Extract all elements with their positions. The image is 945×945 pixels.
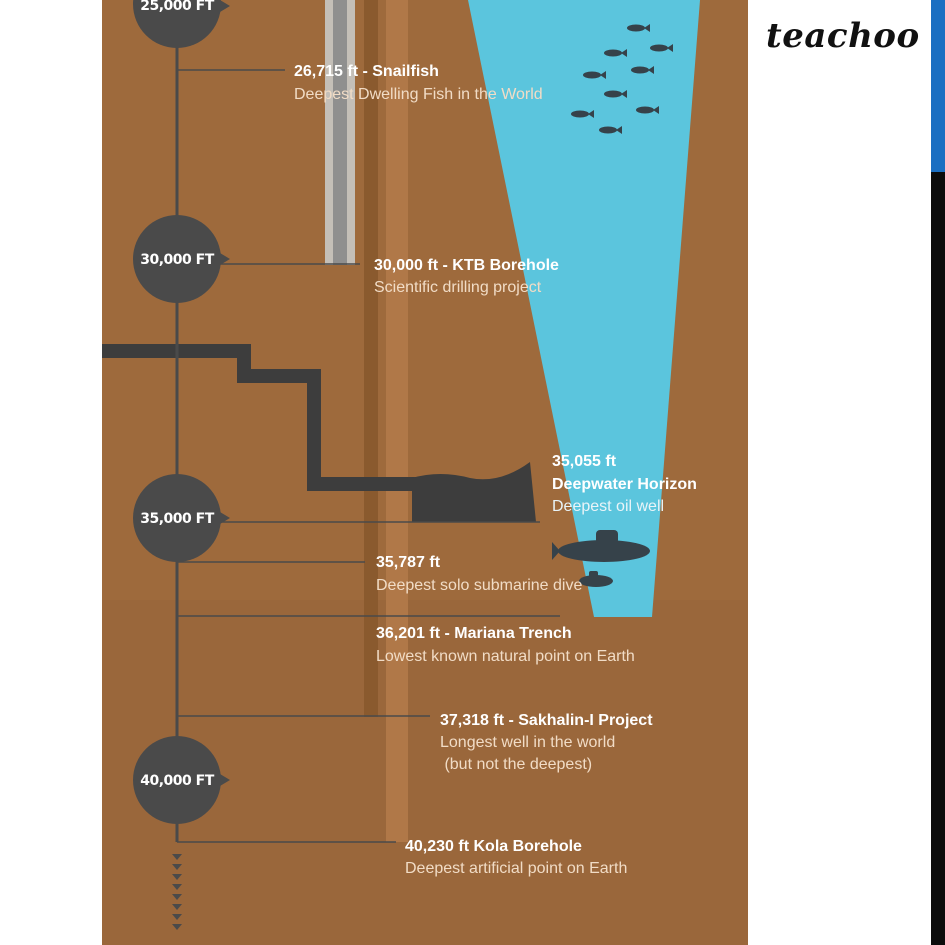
- annotation-title: 35,787 ft: [376, 554, 441, 571]
- sakhalin-well: [364, 0, 378, 717]
- annotation-subtitle: Lowest known natural point on Earth: [376, 648, 635, 665]
- annotation-subtitle: Scientific drilling project: [374, 279, 542, 296]
- annotation-title: 35,055 ft: [552, 453, 617, 470]
- annotation-subtitle: Deepest Dwelling Fish in the World: [294, 86, 543, 103]
- depth-label: 25,000 FT: [140, 0, 214, 14]
- depth-label: 40,000 FT: [140, 773, 214, 789]
- ktb-borehole-core: [333, 0, 347, 265]
- annotation-title: 30,000 ft - KTB Borehole: [374, 257, 559, 274]
- fish-school: [571, 24, 673, 134]
- seabed-rig: [412, 462, 536, 522]
- deepwater-horizon-pipe: [102, 344, 420, 491]
- depth-marker-25000: 25,000 FT: [133, 0, 230, 48]
- annotation-subtitle: Deepest oil well: [552, 498, 664, 515]
- annotation-subtitle: Longest well in the world: [440, 734, 615, 751]
- leader-lines: [177, 69, 560, 843]
- submarine-icon: [552, 530, 650, 562]
- annotation-subtitle: Deepest artificial point on Earth: [405, 860, 627, 877]
- small-submarine-icon: [579, 571, 613, 587]
- depth-marker-30000: 30,000 FT: [133, 215, 230, 303]
- depth-label: 35,000 FT: [140, 511, 214, 527]
- depth-label: 30,000 FT: [140, 252, 214, 268]
- annotation-subtitle: (but not the deepest): [440, 756, 592, 773]
- annotation-kola-borehole: 40,230 ft Kola Borehole Deepest artifici…: [405, 838, 627, 877]
- brand-logo: teachoo: [766, 16, 920, 56]
- timeline-continuation-arrows: [172, 854, 182, 930]
- right-edge-bar: [931, 0, 945, 945]
- annotation-title: 36,201 ft - Mariana Trench: [376, 625, 572, 642]
- ocean-water: [468, 0, 700, 617]
- kola-borehole: [386, 0, 408, 842]
- annotation-deepwater-horizon: 35,055 ft Deepwater Horizon Deepest oil …: [552, 453, 697, 515]
- annotation-ktb-borehole: 30,000 ft - KTB Borehole Scientific dril…: [374, 257, 559, 296]
- annotation-subtitle: Deepest solo submarine dive: [376, 577, 582, 594]
- annotation-submarine-dive: 35,787 ft Deepest solo submarine dive: [376, 554, 582, 594]
- right-edge-accent: [931, 0, 945, 172]
- annotation-sakhalin-project: 37,318 ft - Sakhalin-I Project Longest w…: [440, 712, 653, 773]
- annotation-mariana-trench: 36,201 ft - Mariana Trench Lowest known …: [376, 625, 635, 665]
- annotation-title: 26,715 ft - Snailfish: [294, 63, 439, 80]
- annotation-title: 40,230 ft Kola Borehole: [405, 838, 582, 855]
- annotation-title: Deepwater Horizon: [552, 476, 697, 493]
- depth-marker-35000: 35,000 FT: [133, 474, 230, 562]
- annotation-title: 37,318 ft - Sakhalin-I Project: [440, 712, 653, 729]
- depth-marker-40000: 40,000 FT: [133, 736, 230, 824]
- annotation-snailfish: 26,715 ft - Snailfish Deepest Dwelling F…: [294, 63, 543, 103]
